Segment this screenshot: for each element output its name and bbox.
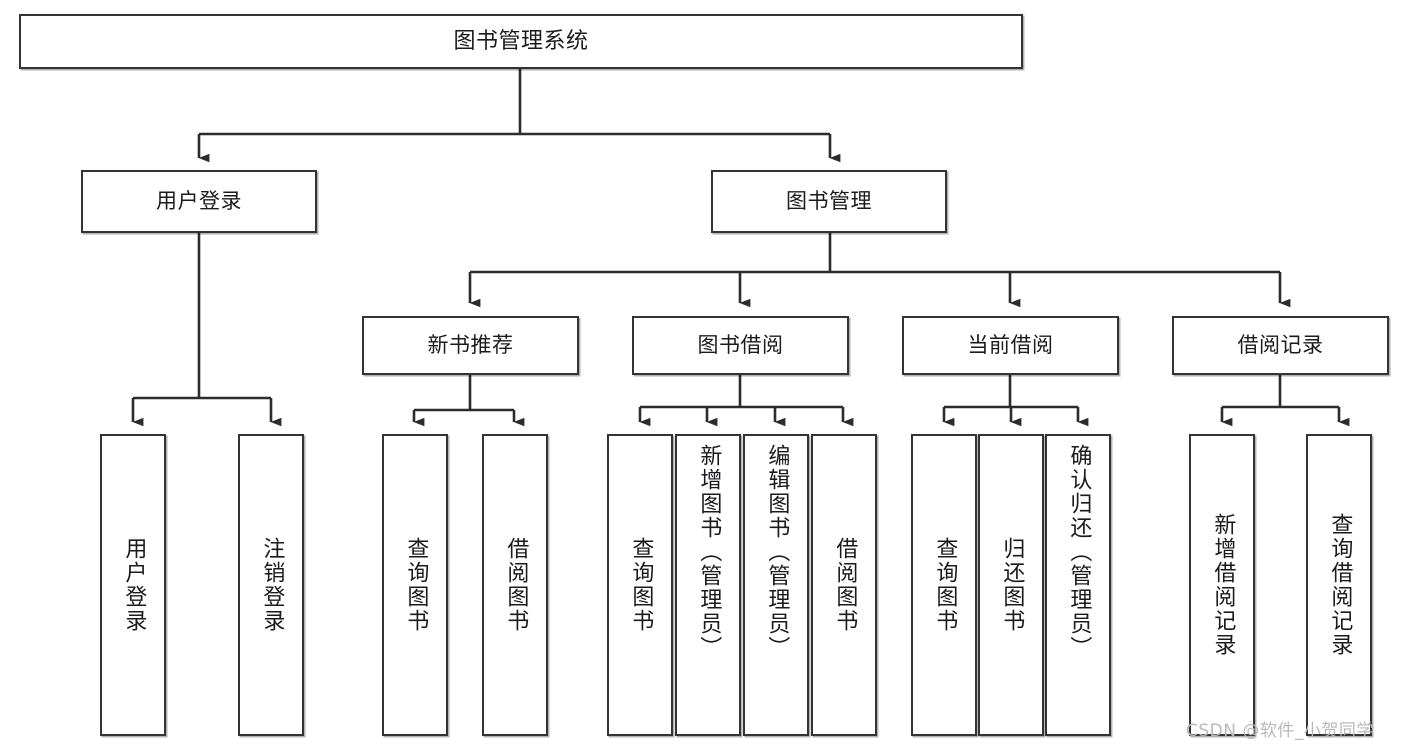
leaf-borrow-edit-book-admin[interactable]: 编辑图书（管理员） xyxy=(743,434,809,736)
node-label: 借阅记录 xyxy=(1237,333,1324,358)
leaf-record-add-record[interactable]: 新增借阅记录 xyxy=(1189,434,1255,736)
node-label: 查询图书 xyxy=(932,537,958,633)
node-label: 借阅图书 xyxy=(503,537,529,633)
leaf-current-return-book[interactable]: 归还图书 xyxy=(978,434,1044,736)
node-label: 用户登录 xyxy=(121,537,147,633)
leaf-record-query-record[interactable]: 查询借阅记录 xyxy=(1306,434,1372,736)
node-label: 借阅图书 xyxy=(832,537,858,633)
leaf-borrow-add-book-admin[interactable]: 新增图书（管理员） xyxy=(675,434,741,736)
leaf-borrow-query-book[interactable]: 查询图书 xyxy=(607,434,673,736)
leaf-current-query-book[interactable]: 查询图书 xyxy=(911,434,977,736)
leaf-current-confirm-return-admin[interactable]: 确认归还（管理员） xyxy=(1045,434,1111,736)
node-label: 注销登录 xyxy=(259,537,285,633)
node-label: 查询借阅记录 xyxy=(1327,513,1353,657)
node-label: 图书管理 xyxy=(786,189,872,214)
leaf-recommend-query-book[interactable]: 查询图书 xyxy=(382,434,448,736)
leaf-borrow-borrow-book[interactable]: 借阅图书 xyxy=(811,434,877,736)
node-label: 图书管理系统 xyxy=(453,28,589,54)
node-borrow-record[interactable]: 借阅记录 xyxy=(1172,316,1389,375)
node-label: 新增借阅记录 xyxy=(1210,513,1236,657)
node-label: 查询图书 xyxy=(628,537,654,633)
node-label: 用户登录 xyxy=(156,189,242,214)
node-book-borrow[interactable]: 图书借阅 xyxy=(632,316,849,375)
leaf-user-logout[interactable]: 注销登录 xyxy=(238,434,304,736)
node-label: 图书借阅 xyxy=(697,333,784,358)
node-new-book-recommend[interactable]: 新书推荐 xyxy=(362,316,579,375)
node-label: 新书推荐 xyxy=(427,333,514,358)
leaf-user-login[interactable]: 用户登录 xyxy=(100,434,166,736)
node-root-system[interactable]: 图书管理系统 xyxy=(19,14,1023,69)
leaf-recommend-borrow-book[interactable]: 借阅图书 xyxy=(482,434,548,736)
node-label: 归还图书 xyxy=(999,537,1025,633)
node-current-borrow[interactable]: 当前借阅 xyxy=(902,316,1119,375)
node-label: 查询图书 xyxy=(403,537,429,633)
node-label: 确认归还（管理员） xyxy=(1066,444,1092,660)
watermark-text: CSDN @软件_小贺同学 xyxy=(1186,721,1374,741)
node-label: 新增图书（管理员） xyxy=(696,444,722,660)
node-label: 编辑图书（管理员） xyxy=(764,444,790,660)
node-user-login[interactable]: 用户登录 xyxy=(81,170,317,233)
node-book-management[interactable]: 图书管理 xyxy=(711,170,947,233)
node-label: 当前借阅 xyxy=(967,333,1054,358)
